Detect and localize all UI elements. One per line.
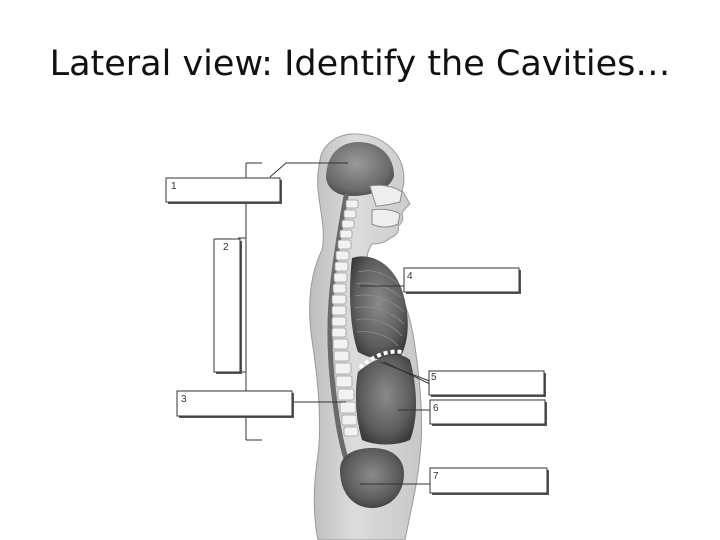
leader-lines (269, 162, 435, 485)
label-number: 7 (433, 471, 439, 482)
cranial-cavity (326, 142, 394, 196)
label-box-7[interactable]: 7 (429, 467, 549, 495)
label-number: 3 (181, 394, 187, 405)
abdominal-cavity (355, 355, 416, 445)
label-number: 6 (433, 403, 439, 414)
vertebral-canal (327, 193, 353, 473)
facial-bones (369, 184, 403, 228)
label-number: 1 (171, 181, 177, 192)
label-number: 4 (407, 271, 413, 282)
diaphragm (358, 349, 403, 370)
vertebral-column (331, 199, 359, 437)
label-box-6[interactable]: 6 (429, 399, 547, 426)
label-box-3[interactable]: 3 (176, 390, 294, 418)
label-number: 2 (223, 242, 229, 253)
label-box-1[interactable]: 1 (165, 177, 282, 204)
label-box-4[interactable]: 4 (403, 267, 521, 294)
slide-title: Lateral view: Identify the Cavities… (49, 44, 671, 84)
label-number: 5 (431, 372, 437, 383)
thoracic-cavity (350, 256, 408, 360)
label-box-5[interactable]: 5 (428, 370, 546, 397)
pelvic-cavity (340, 448, 404, 508)
label-box-2[interactable]: 2 (213, 238, 242, 374)
